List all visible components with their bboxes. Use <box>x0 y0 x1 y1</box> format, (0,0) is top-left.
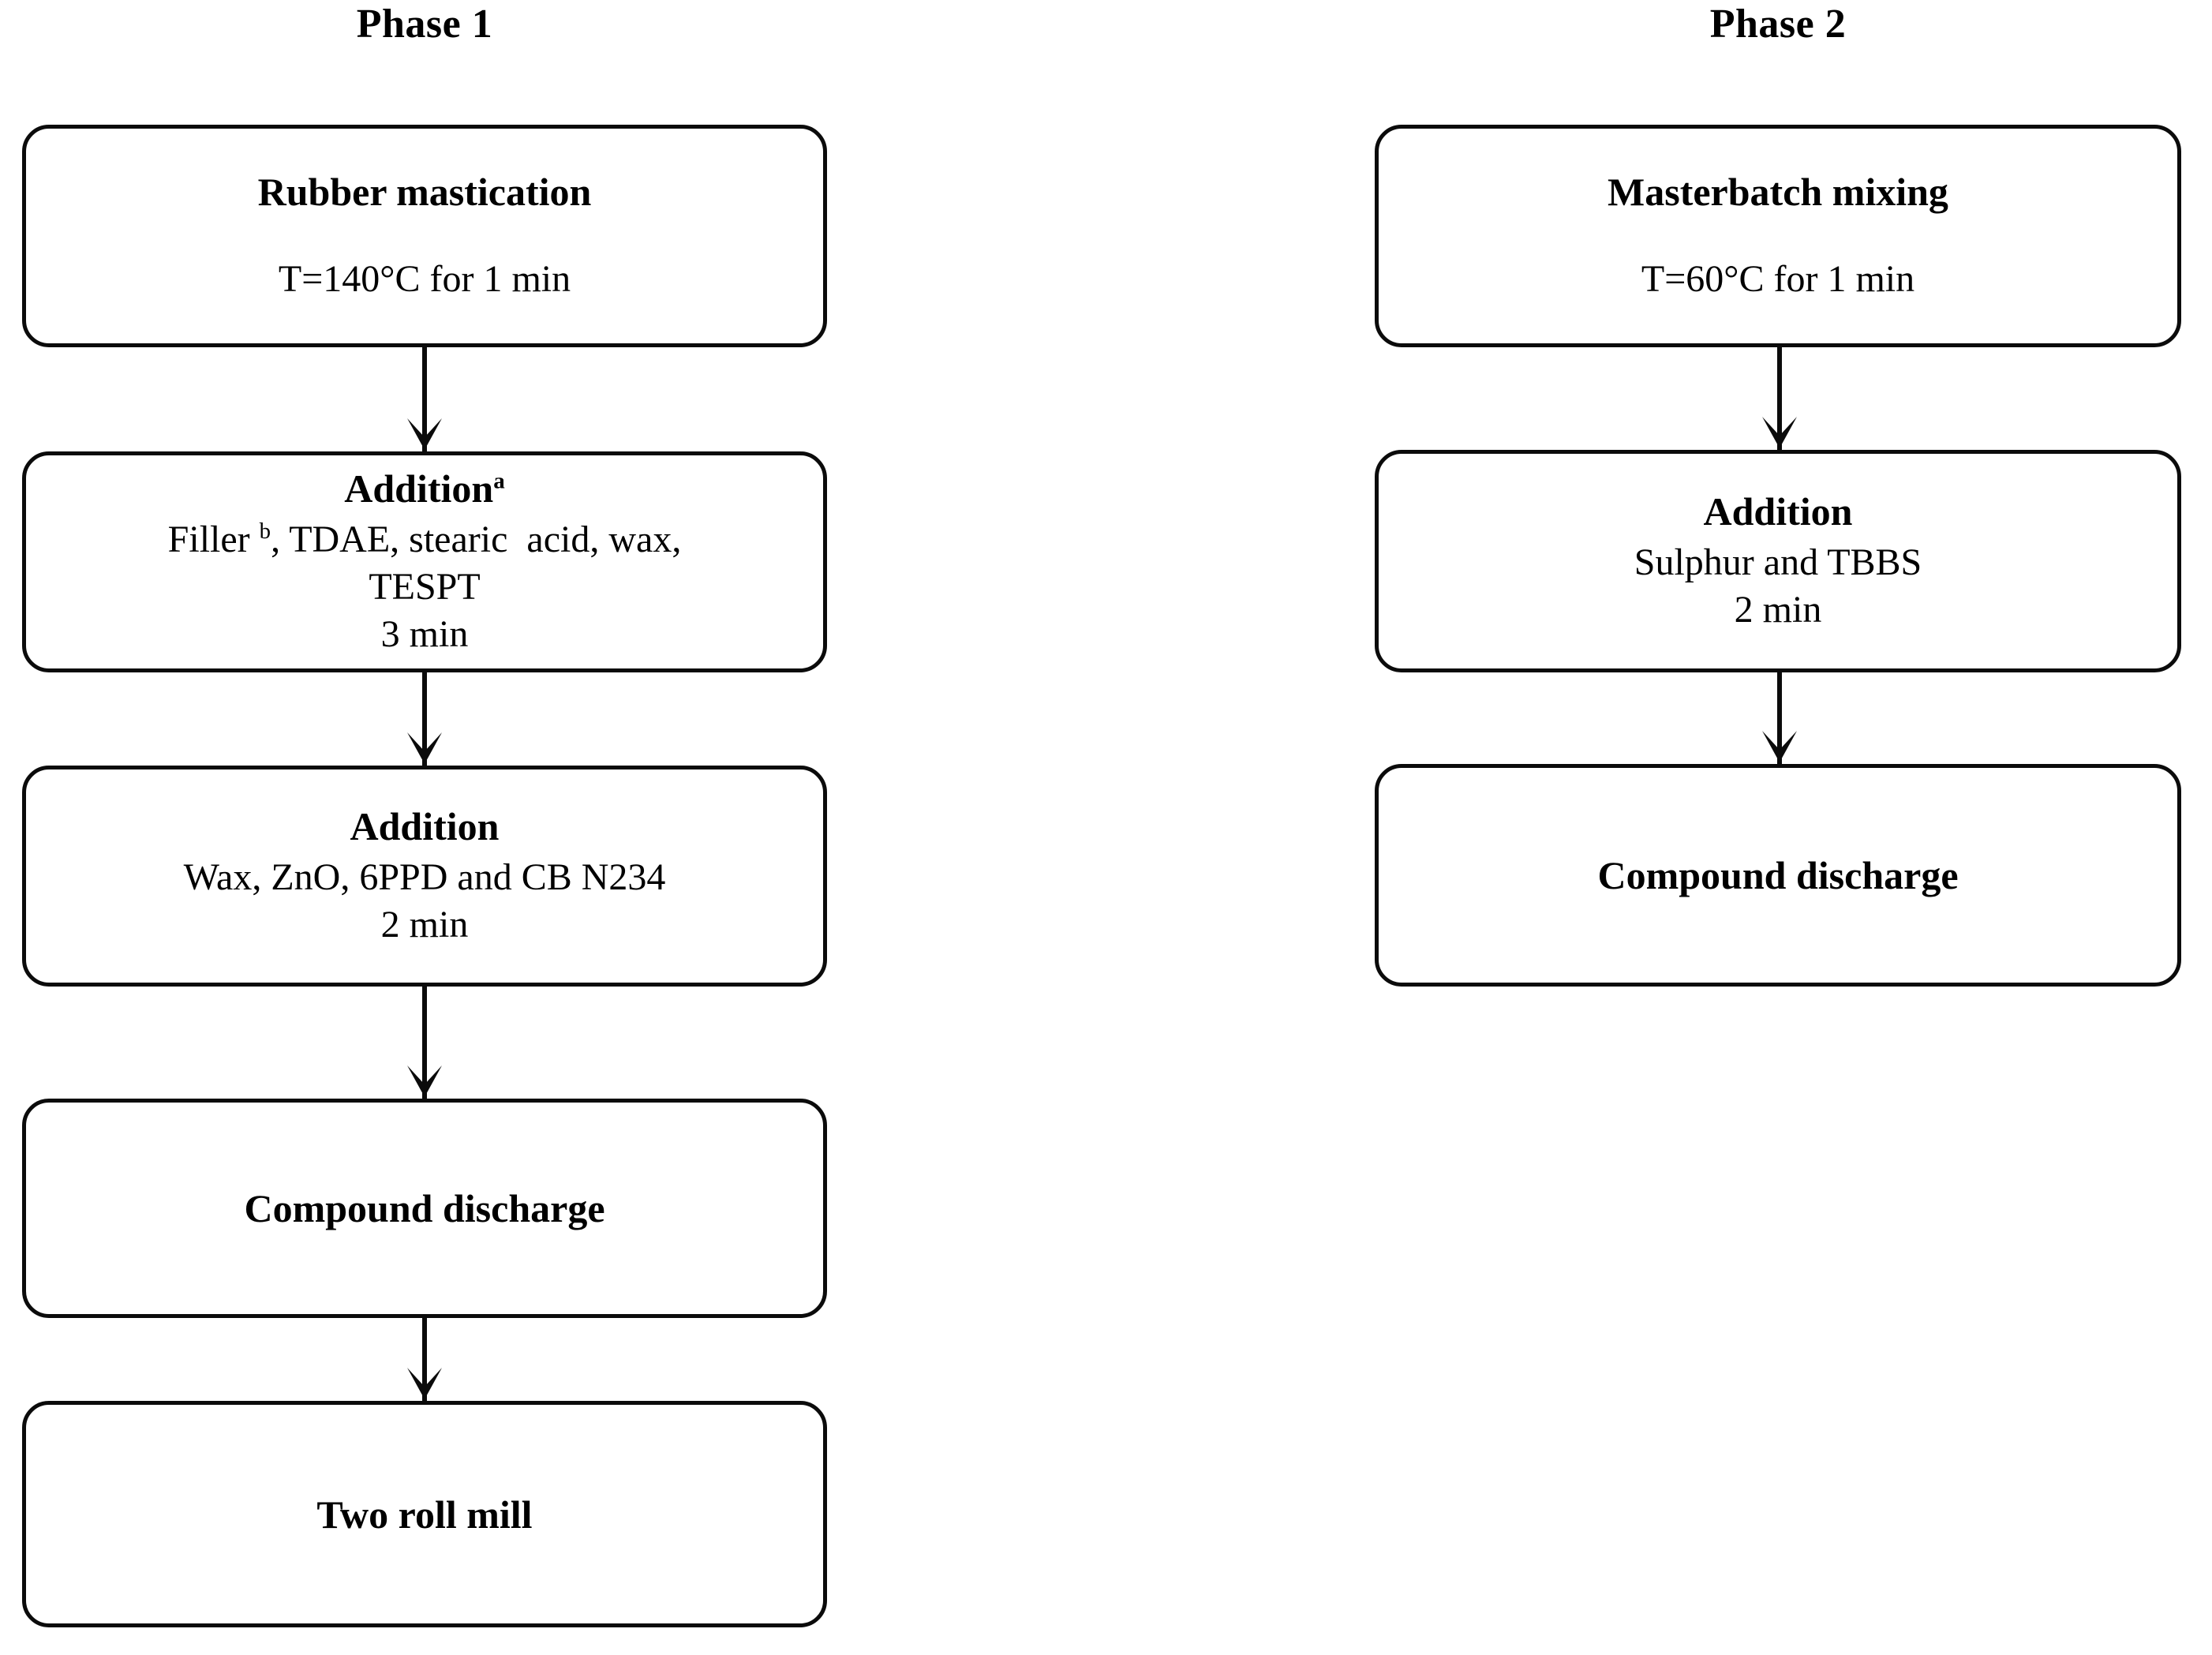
node-addition-a[interactable]: Additiona Filler b, TDAE, stearic acid, … <box>22 451 827 672</box>
node-addition-second-body: Wax, ZnO, 6PPD and CB N234 2 min <box>184 854 666 949</box>
node-addition-a-line-1-post: , TDAE, stearic acid, wax, <box>271 519 682 560</box>
node-rubber-mastication[interactable]: Rubber mastication T=140°C for 1 min <box>22 125 827 347</box>
arrowhead-icon <box>1762 731 1797 762</box>
arrowhead-icon <box>1762 417 1797 448</box>
arrowhead-icon <box>407 732 442 764</box>
node-compound-discharge-1[interactable]: Compound discharge <box>22 1099 827 1318</box>
node-addition-second-title: Addition <box>350 804 500 848</box>
node-addition-a-title-superscript: a <box>493 468 505 494</box>
arrowhead-icon <box>407 1065 442 1097</box>
node-addition-a-title-text: Addition <box>344 466 494 511</box>
node-rubber-mastication-title: Rubber mastication <box>257 170 592 214</box>
node-addition-a-line-1-superscript: b <box>259 519 271 544</box>
node-masterbatch-mixing-line-1: T=60°C for 1 min <box>1641 258 1915 300</box>
node-masterbatch-mixing-title: Masterbatch mixing <box>1608 170 1948 214</box>
node-two-roll-mill[interactable]: Two roll mill <box>22 1401 827 1627</box>
node-compound-discharge-2-title: Compound discharge <box>1597 853 1959 897</box>
node-addition-second[interactable]: Addition Wax, ZnO, 6PPD and CB N234 2 mi… <box>22 766 827 987</box>
node-masterbatch-mixing[interactable]: Masterbatch mixing T=60°C for 1 min <box>1375 125 2181 347</box>
node-compound-discharge-1-title: Compound discharge <box>244 1186 605 1230</box>
phase-1-title: Phase 1 <box>356 2 493 47</box>
node-compound-discharge-2[interactable]: Compound discharge <box>1375 764 2181 987</box>
node-addition-a-body: Filler b, TDAE, stearic acid, wax, TESPT… <box>168 516 682 658</box>
arrowhead-icon <box>407 418 442 450</box>
phase-2-title: Phase 2 <box>1709 2 1847 47</box>
arrowhead-icon <box>407 1368 442 1399</box>
node-addition-a-line-1-pre: Filler <box>167 519 260 560</box>
node-addition-a-line-2: TESPT <box>369 566 481 608</box>
node-addition-a-line-3: 3 min <box>380 613 469 655</box>
node-two-roll-mill-title: Two roll mill <box>316 1492 533 1537</box>
node-addition-a-title: Additiona <box>344 466 504 511</box>
node-rubber-mastication-line-1: T=140°C for 1 min <box>278 258 571 300</box>
node-addition-sulphur-line-1: Sulphur and TBBS <box>1634 541 1922 583</box>
node-addition-sulphur-title: Addition <box>1703 489 1853 534</box>
node-addition-second-line-1: Wax, ZnO, 6PPD and CB N234 <box>183 856 666 898</box>
node-addition-sulphur[interactable]: Addition Sulphur and TBBS 2 min <box>1375 450 2181 672</box>
node-addition-sulphur-line-2: 2 min <box>1734 589 1822 631</box>
node-addition-sulphur-body: Sulphur and TBBS 2 min <box>1634 539 1922 634</box>
node-addition-a-line-1: Filler b, TDAE, stearic acid, wax, <box>168 516 682 564</box>
node-addition-second-line-2: 2 min <box>380 904 469 945</box>
